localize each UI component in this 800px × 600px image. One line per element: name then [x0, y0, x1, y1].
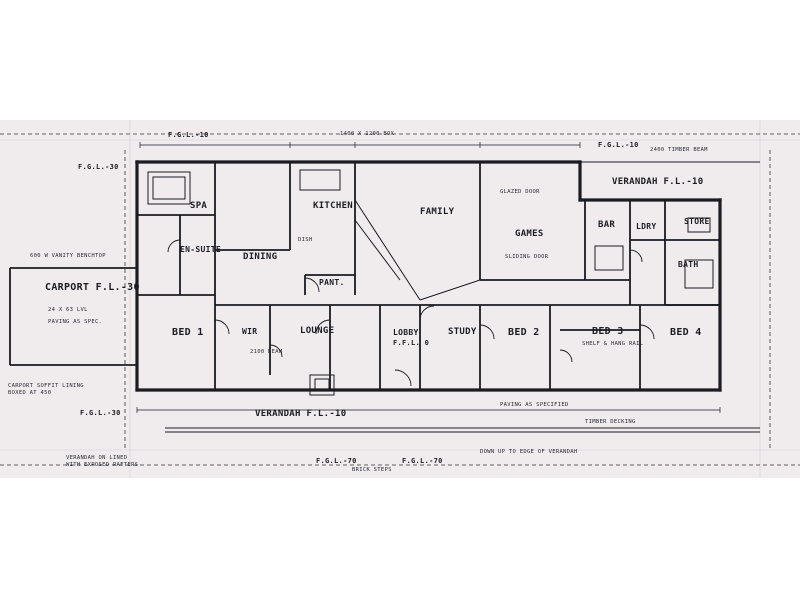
- note-boxed: BOXED AT 450: [8, 390, 52, 396]
- room-label-pantry: PANT.: [319, 278, 345, 287]
- note-paving-spec: PAVING AS SPEC.: [48, 319, 103, 325]
- note-soffit: CARPORT SOFFIT LINING: [8, 383, 84, 389]
- note-lvl: 24 X 63 LVL: [48, 307, 88, 313]
- sketch-lines: [354, 199, 481, 301]
- note-dish: DISH: [298, 237, 313, 243]
- spa-fixture: [147, 169, 714, 396]
- room-label-family: FAMILY: [420, 207, 455, 217]
- room-label-lobby: LOBBY: [393, 328, 419, 337]
- room-label-study: STUDY: [448, 327, 477, 337]
- level-fgl-top-left: F.G.L.-10: [168, 131, 209, 139]
- verandah-lines: [165, 161, 760, 433]
- note-decking: TIMBER DECKING: [585, 419, 636, 425]
- level-fgl-top-right: F.G.L.-10: [598, 141, 639, 149]
- room-label-bath: BATH: [678, 260, 699, 269]
- floor-plan-drawing: [0, 120, 800, 478]
- room-label-lounge: LOUNGE: [300, 326, 335, 336]
- note-sliding-door: SLIDING DOOR: [505, 254, 549, 260]
- room-label-verandah-rear: VERANDAH F.L.-10: [612, 177, 704, 187]
- room-label-ensuite: EN-SUITE: [180, 245, 221, 254]
- dimension-ticks: [136, 142, 721, 413]
- room-label-carport: CARPORT F.L.-30: [45, 282, 140, 293]
- note-timber-beam: 2400 TIMBER BEAM: [650, 147, 708, 153]
- room-label-games: GAMES: [515, 229, 544, 239]
- external-walls: [135, 160, 722, 392]
- note-vanity: 600 W VANITY BENCHTOP: [30, 253, 106, 259]
- room-label-dining: DINING: [243, 252, 278, 262]
- note-verandah-lined: VERANDAH ON LINED: [66, 455, 128, 461]
- room-label-bed2: BED 2: [508, 327, 540, 338]
- level-fgl-bottom-2: F.G.L.-70: [402, 457, 443, 465]
- level-fgl-bottom-1: F.G.L.-70: [316, 457, 357, 465]
- room-label-wir: WIR: [242, 327, 258, 336]
- note-beam: 2100 BEAM: [250, 349, 283, 355]
- note-box: 1400 X 1200 BOX: [340, 131, 395, 137]
- room-label-verandah-front: VERANDAH F.L.-10: [255, 409, 347, 419]
- room-label-bed4: BED 4: [670, 327, 702, 338]
- room-label-ldry: LDRY: [636, 222, 657, 231]
- room-label-bed1: BED 1: [172, 327, 204, 338]
- level-fgl-carport: F.G.L.-30: [80, 409, 121, 417]
- note-exposed-rafters: WITH EXPOSED RAFTERS: [66, 462, 139, 468]
- floor-plan-sheet: SPA EN-SUITE KITCHEN FAMILY GAMES BAR LD…: [0, 120, 800, 478]
- room-label-bed3: BED 3: [592, 326, 624, 337]
- note-glazed-door: GLAZED DOOR: [500, 189, 540, 195]
- boundary-lines: [0, 133, 800, 466]
- level-fgl-spa: F.G.L.-30: [78, 163, 119, 171]
- note-edge-verandah: DOWN UP TO EDGE OF VERANDAH: [480, 449, 578, 455]
- note-brick-steps: BRICK STEPS: [352, 467, 392, 473]
- level-ffl-lobby: F.F.L. 0: [393, 339, 430, 347]
- paper-grid: [0, 120, 800, 478]
- internal-walls: [9, 162, 720, 390]
- note-paving-specified: PAVING AS SPECIFIED: [500, 402, 569, 408]
- room-label-spa: SPA: [190, 201, 208, 211]
- page-margin-bottom: [0, 478, 800, 600]
- room-label-bar: BAR: [598, 220, 616, 230]
- note-shelf-hang-rail: SHELF & HANG RAIL: [582, 341, 644, 347]
- room-label-kitchen: KITCHEN: [313, 201, 354, 211]
- room-label-store: STORE: [684, 217, 710, 226]
- door-swings: [167, 239, 655, 387]
